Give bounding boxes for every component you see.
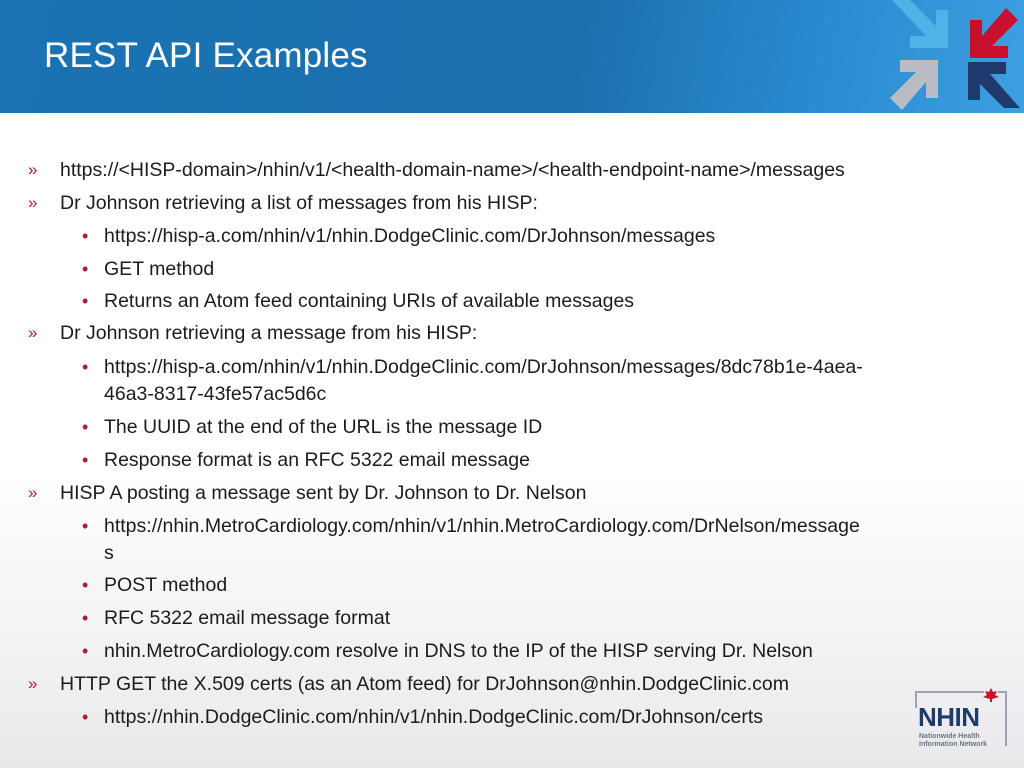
bullet-marker: » bbox=[28, 323, 38, 342]
sub-bullet-item: • RFC 5322 email message format bbox=[82, 605, 391, 631]
sub-bullet-item: • https://hisp-a.com/nhin/v1/nhin.DodgeC… bbox=[82, 223, 716, 249]
nhin-logo-icon: NHIN Nationwide Health Information Netwo… bbox=[915, 688, 1007, 748]
logo-wordmark: NHIN bbox=[918, 702, 980, 732]
bullet-text: https://<HISP-domain>/nhin/v1/<health-do… bbox=[60, 159, 845, 181]
logo-tagline-2: Information Network bbox=[919, 741, 987, 748]
bullet-text: POST method bbox=[104, 574, 228, 596]
bullet-text: https://hisp-a.com/nhin/v1/nhin.DodgeCli… bbox=[104, 356, 863, 378]
slide-title: REST API Examples bbox=[44, 36, 368, 75]
bullet-text: HTTP GET the X.509 certs (as an Atom fee… bbox=[60, 673, 789, 695]
logo-tagline-1: Nationwide Health bbox=[919, 733, 980, 740]
bullet-item: » HTTP GET the X.509 certs (as an Atom f… bbox=[28, 671, 789, 697]
bullet-text: https://hisp-a.com/nhin/v1/nhin.DodgeCli… bbox=[104, 225, 716, 247]
bullet-item: » Dr Johnson retrieving a list of messag… bbox=[28, 190, 538, 216]
bullet-item: » https://<HISP-domain>/nhin/v1/<health-… bbox=[28, 157, 845, 183]
bullet-text: https://nhin.MetroCardiology.com/nhin/v1… bbox=[104, 515, 860, 537]
bullet-marker: » bbox=[28, 193, 38, 212]
bullet-marker: • bbox=[82, 641, 89, 661]
bullet-marker: • bbox=[82, 516, 89, 536]
bullet-continuation: 46a3-8317-43fe57ac5d6c bbox=[104, 383, 327, 405]
bullet-marker: • bbox=[82, 450, 89, 470]
sub-bullet-item: • nhin.MetroCardiology.com resolve in DN… bbox=[82, 638, 813, 664]
sub-bullet-item: • Returns an Atom feed containing URIs o… bbox=[82, 288, 635, 314]
sub-bullet-item: • The UUID at the end of the URL is the … bbox=[82, 414, 543, 440]
bullet-marker: » bbox=[28, 674, 38, 693]
bullet-marker: • bbox=[82, 259, 89, 279]
bullet-text: GET method bbox=[104, 258, 215, 280]
bullet-marker: • bbox=[82, 291, 89, 311]
bullet-continuation: s bbox=[104, 542, 114, 564]
maple-leaf-icon bbox=[983, 688, 999, 702]
bullet-text: Dr Johnson retrieving a list of messages… bbox=[60, 192, 538, 214]
bullet-text: Returns an Atom feed containing URIs of … bbox=[104, 290, 635, 312]
bullet-text: https://nhin.DodgeClinic.com/nhin/v1/nhi… bbox=[104, 706, 763, 728]
bullet-marker: • bbox=[82, 575, 89, 595]
bullet-marker: • bbox=[82, 226, 89, 246]
bullet-text: HISP A posting a message sent by Dr. Joh… bbox=[60, 482, 587, 504]
bullet-text: nhin.MetroCardiology.com resolve in DNS … bbox=[104, 640, 813, 662]
bullet-marker: • bbox=[82, 707, 89, 727]
bullet-text: Response format is an RFC 5322 email mes… bbox=[104, 449, 530, 471]
sub-bullet-item: • https://nhin.MetroCardiology.com/nhin/… bbox=[82, 513, 860, 539]
title-banner: REST API Examples bbox=[0, 0, 1024, 113]
bullet-marker: » bbox=[28, 483, 38, 502]
sub-bullet-item: • Response format is an RFC 5322 email m… bbox=[82, 447, 530, 473]
bullet-text: Dr Johnson retrieving a message from his… bbox=[60, 322, 478, 344]
sub-bullet-item: • https://hisp-a.com/nhin/v1/nhin.DodgeC… bbox=[82, 354, 863, 380]
sub-bullet-item: • POST method bbox=[82, 572, 228, 598]
sub-bullet-item: • https://nhin.DodgeClinic.com/nhin/v1/n… bbox=[82, 704, 763, 730]
bullet-text: RFC 5322 email message format bbox=[104, 607, 391, 629]
sub-bullet-item: • GET method bbox=[82, 256, 215, 282]
bullet-text: The UUID at the end of the URL is the me… bbox=[104, 416, 543, 438]
bullet-item: » HISP A posting a message sent by Dr. J… bbox=[28, 480, 587, 506]
bullet-item: » Dr Johnson retrieving a message from h… bbox=[28, 320, 478, 346]
bullet-marker: • bbox=[82, 608, 89, 628]
bullet-marker: » bbox=[28, 160, 38, 179]
bullet-marker: • bbox=[82, 417, 89, 437]
arrows-emblem-icon bbox=[890, 0, 1020, 110]
bullet-marker: • bbox=[82, 357, 89, 377]
